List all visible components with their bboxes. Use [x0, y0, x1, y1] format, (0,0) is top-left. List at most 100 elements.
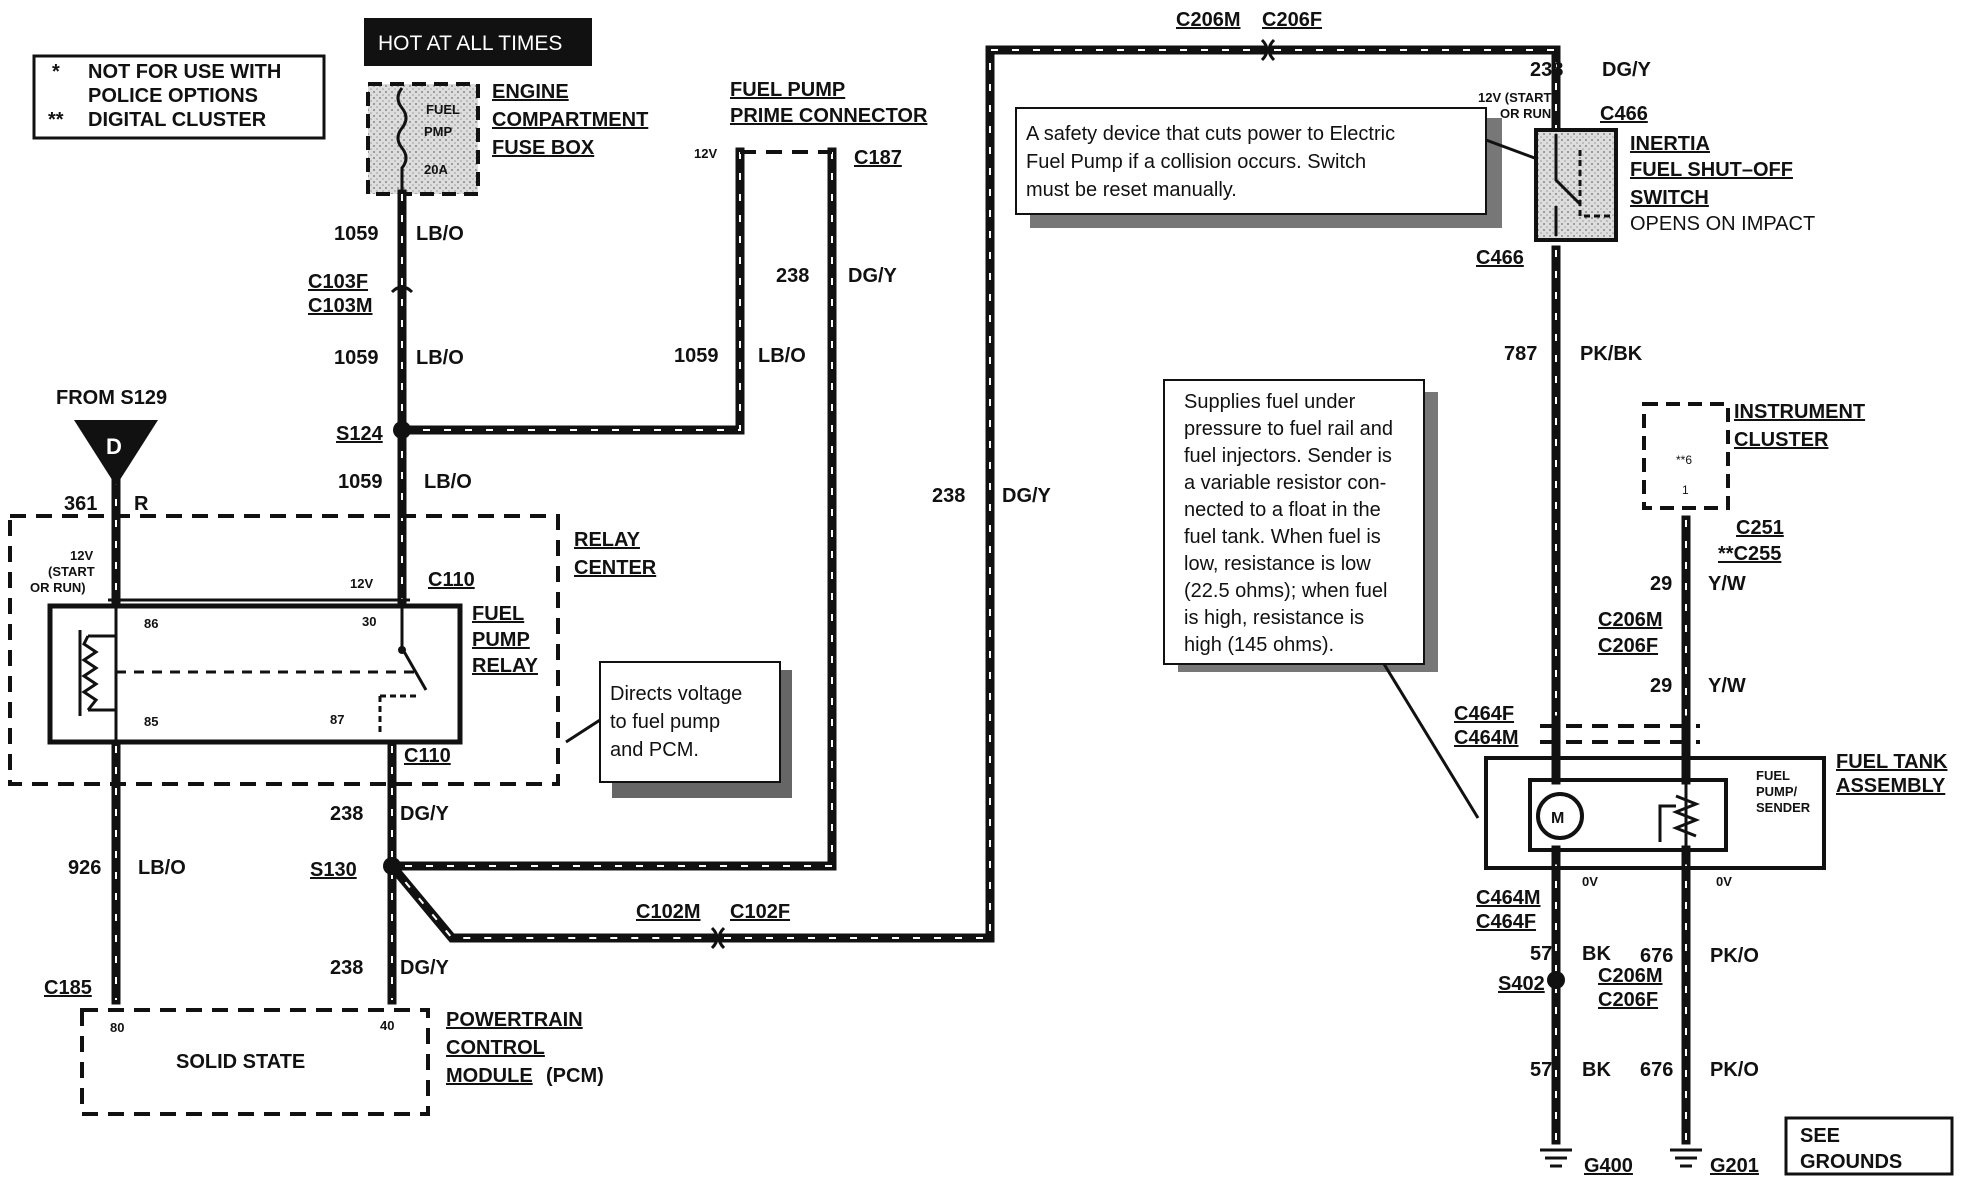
- tank-title-1: FUEL TANK: [1836, 751, 1948, 773]
- relay-note-line-1: Directs voltage: [610, 683, 742, 705]
- fusebox-title-2: COMPARTMENT: [492, 109, 648, 131]
- wire-29-b-color: Y/W: [1708, 675, 1746, 697]
- inertia-note-line-1: A safety device that cuts power to Elect…: [1026, 123, 1395, 145]
- fuel-pump-motor-letter: M: [1551, 810, 1564, 827]
- sender-note-line-10: high (145 ohms).: [1184, 634, 1334, 656]
- wire-57-b-color: BK: [1582, 1059, 1611, 1081]
- conn-c103f: C103F: [308, 271, 368, 293]
- relay-title-2: PUMP: [472, 629, 530, 651]
- legend-text-2: POLICE OPTIONS: [88, 85, 258, 107]
- pcm-body-text: SOLID STATE: [176, 1051, 305, 1073]
- wire-1059-d-num: 1059: [338, 471, 383, 493]
- wire-238-b-color: DG/Y: [1002, 485, 1052, 507]
- conn-c103m: C103M: [308, 295, 372, 317]
- hot-label: HOT AT ALL TIMES: [378, 32, 562, 55]
- inertia-title-4: OPENS ON IMPACT: [1630, 213, 1815, 235]
- wire-1059-a-color: LB/O: [416, 223, 464, 245]
- relay-start-left: (START: [48, 564, 95, 579]
- fuel-sender-wiper: [1658, 804, 1676, 842]
- c464-top-dash: [1540, 724, 1700, 744]
- splice-s124: [393, 421, 411, 439]
- conn-c206f-right: C206F: [1598, 635, 1658, 657]
- pcm-pin-80: 80: [110, 1020, 124, 1035]
- relay-pin-85: 85: [144, 714, 158, 729]
- see-grounds-line-2: GROUNDS: [1800, 1151, 1902, 1173]
- hot-at-all-times-banner: HOT AT ALL TIMES: [364, 18, 592, 66]
- sender-note-line-4: a variable resistor con-: [1184, 472, 1386, 494]
- conn-c464m-top: C464M: [1454, 727, 1518, 749]
- pcm-title-1: POWERTRAIN: [446, 1009, 583, 1031]
- wire-926-color: LB/O: [138, 857, 186, 879]
- pcm-title-2: CONTROL: [446, 1037, 545, 1059]
- relay-coil-icon: [81, 635, 99, 711]
- relay-title-3: RELAY: [472, 655, 539, 677]
- inertia-note-pointer: [1485, 138, 1541, 162]
- fusebox-title-3: FUSE BOX: [492, 137, 595, 159]
- see-grounds-box: SEE GROUNDS: [1784, 1116, 1954, 1176]
- cluster-pin-b: 1: [1682, 483, 1689, 497]
- inertia-12v-1: 12V (START: [1478, 90, 1551, 105]
- wire-361-num: 361: [64, 493, 97, 515]
- relay-center-title-2: CENTER: [574, 557, 657, 579]
- wire-926-num: 926: [68, 857, 101, 879]
- pump-label-1: FUEL: [1756, 768, 1790, 783]
- prime-title-1: FUEL PUMP: [730, 79, 845, 101]
- wire-57-a-num: 57: [1530, 943, 1552, 965]
- legend-symbol-2: **: [48, 109, 64, 131]
- relay-output-dash: [378, 694, 420, 732]
- sender-note-line-2: pressure to fuel rail and: [1184, 418, 1393, 440]
- conn-c102m: C102M: [636, 901, 700, 923]
- sender-note-line-9: is high, resistance is: [1184, 607, 1364, 629]
- wire-238-a-num: 238: [776, 265, 809, 287]
- wire-238-d-color: DG/Y: [400, 957, 450, 979]
- inertia-note-line-3: must be reset manually.: [1026, 179, 1237, 201]
- wire-787-num: 787: [1504, 343, 1537, 365]
- ov-left: 0V: [1582, 874, 1598, 889]
- wire-1059-b-num: 1059: [334, 347, 379, 369]
- inertia-switch-link: [1578, 150, 1610, 218]
- relay-contact-dot: [398, 646, 406, 654]
- wire-238-d-num: 238: [330, 957, 363, 979]
- wire-1059-a-num: 1059: [334, 223, 379, 245]
- cluster-pin-a: **6: [1676, 453, 1692, 467]
- inertia-conn-bottom: C466: [1476, 247, 1524, 269]
- connector-c102-icon: [710, 926, 726, 950]
- relay-run-left: OR RUN): [30, 580, 86, 595]
- wire-238-prime: [387, 147, 837, 871]
- wire-29-a-color: Y/W: [1708, 573, 1746, 595]
- wire-676-b-color: PK/O: [1710, 1059, 1759, 1081]
- fuel-sender-resistor-icon: [1671, 780, 1701, 850]
- conn-c102f: C102F: [730, 901, 790, 923]
- inertia-wire-color: DG/Y: [1602, 59, 1652, 81]
- sender-note-line-8: (22.5 ohms); when fuel: [1184, 580, 1387, 602]
- wire-676-a-num: 676: [1640, 945, 1673, 967]
- legend-text-3: DIGITAL CLUSTER: [88, 109, 267, 131]
- wire-238-c-color: DG/Y: [400, 803, 450, 825]
- pcm-pin-40: 40: [380, 1018, 394, 1033]
- inertia-title-3: SWITCH: [1630, 187, 1709, 209]
- wire-1059-b-color: LB/O: [416, 347, 464, 369]
- from-s129-triangle-icon: [74, 420, 158, 486]
- wire-361-color: R: [134, 493, 149, 515]
- relay-note-line-2: to fuel pump: [610, 711, 720, 733]
- connector-c206-top-icon: [1260, 38, 1276, 62]
- tank-wire-stubs: [1551, 715, 1691, 865]
- relay-note: Directs voltage to fuel pump and PCM.: [565, 661, 792, 798]
- ground-g400-label: G400: [1584, 1155, 1633, 1177]
- wire-29-a-num: 29: [1650, 573, 1672, 595]
- fuel-pump-motor-icon: [1536, 792, 1584, 840]
- fusebox-title-1: ENGINE: [492, 81, 569, 103]
- legend-box: * NOT FOR USE WITH POLICE OPTIONS ** DIG…: [32, 54, 326, 140]
- inertia-note-line-2: Fuel Pump if a collision occurs. Switch: [1026, 151, 1366, 173]
- sender-note-line-1: Supplies fuel under: [1184, 391, 1356, 413]
- sender-note-line-3: fuel injectors. Sender is: [1184, 445, 1392, 467]
- inertia-title-2: FUEL SHUT–OFF: [1630, 159, 1793, 181]
- relay-12v-right: 12V: [350, 576, 373, 591]
- relay-pin-30: 30: [362, 614, 376, 629]
- inertia-switch: 238 DG/Y 12V (START OR RUN) C466 INERTIA…: [1476, 59, 1815, 269]
- relay-c110-bottom: C110: [404, 745, 451, 767]
- relay-pin-86: 86: [144, 616, 158, 631]
- relay-c110-top: C110: [428, 569, 475, 591]
- cluster-title-2: CLUSTER: [1734, 429, 1829, 451]
